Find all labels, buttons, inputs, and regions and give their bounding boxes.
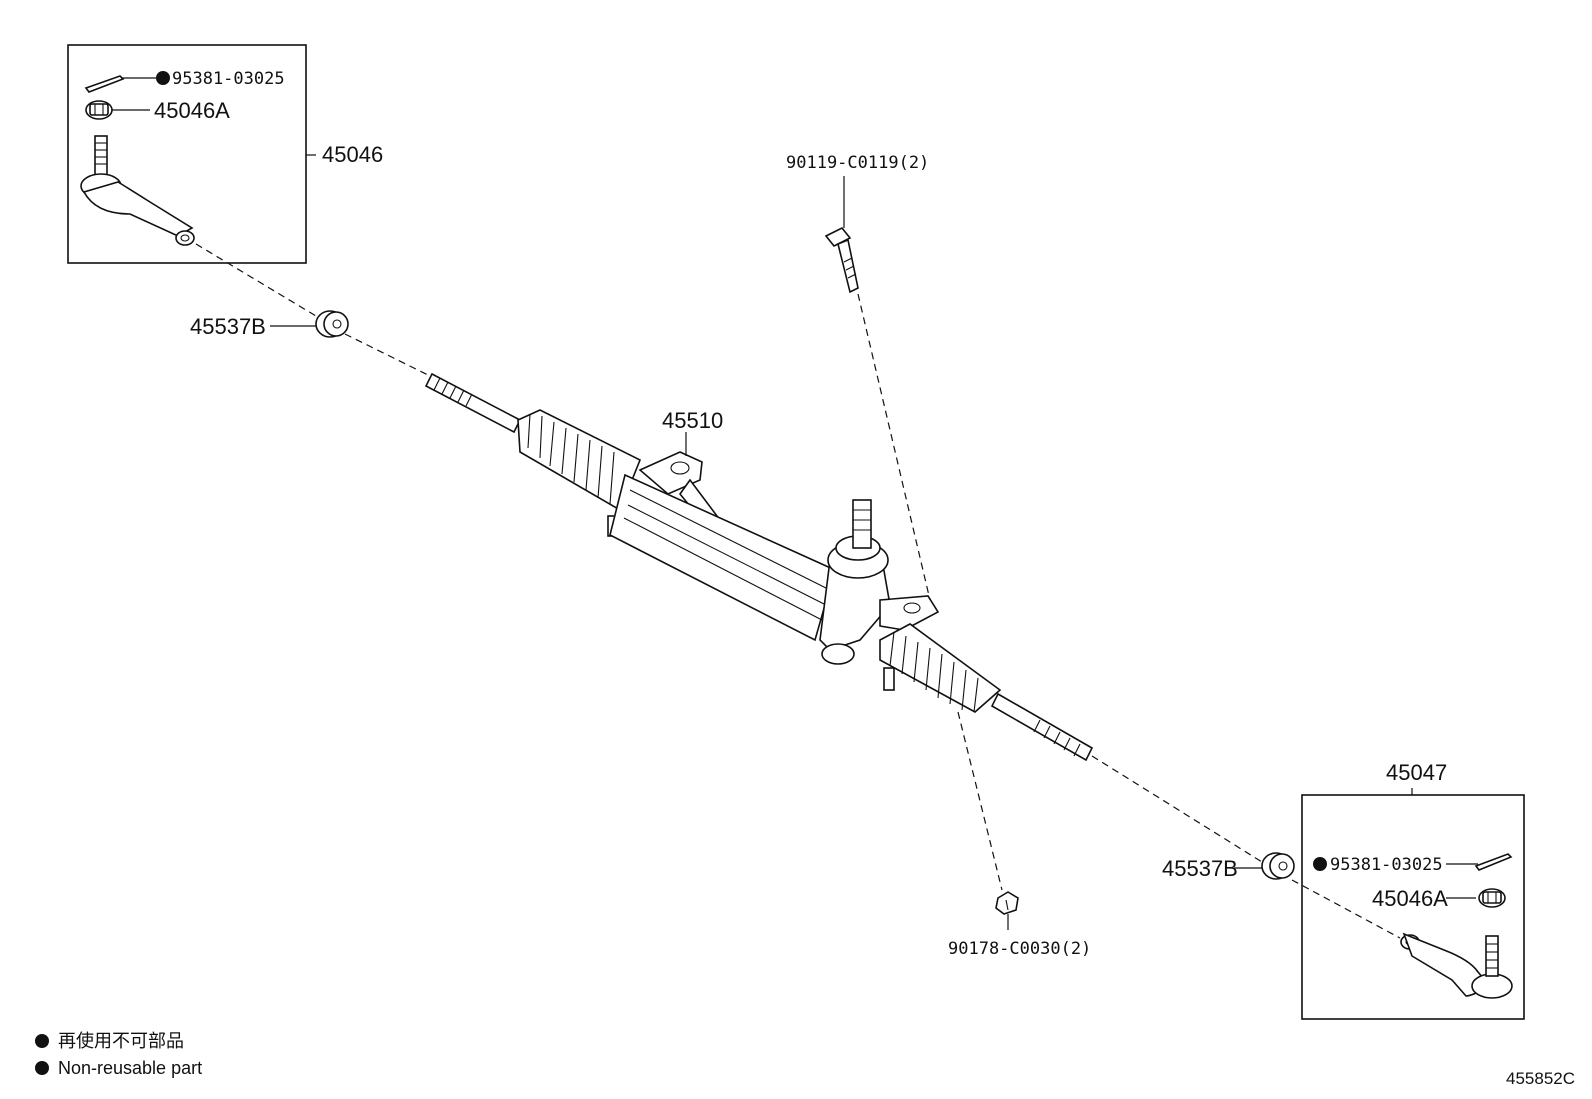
legend-text-jp: 再使用不可部品 bbox=[58, 1031, 184, 1051]
legend: 再使用不可部品 Non-reusable part bbox=[35, 1031, 202, 1078]
guide-line-right-lower bbox=[1291, 879, 1401, 939]
bolt-icon[interactable] bbox=[824, 226, 859, 294]
label-45537B-right[interactable]: 45537B bbox=[1162, 856, 1238, 881]
label-95381-03025-left[interactable]: 95381-03025 bbox=[172, 69, 285, 89]
non-reusable-dot-left bbox=[156, 71, 170, 85]
label-45537B-left[interactable]: 45537B bbox=[190, 314, 266, 339]
castle-nut-left-icon[interactable] bbox=[85, 100, 150, 120]
cotter-pin-right-icon[interactable] bbox=[1446, 853, 1513, 871]
label-45510[interactable]: 45510 bbox=[662, 408, 723, 433]
label-95381-03025-right[interactable]: 95381-03025 bbox=[1330, 855, 1443, 875]
guide-line-left-upper bbox=[195, 243, 317, 317]
label-45047[interactable]: 45047 bbox=[1386, 760, 1447, 785]
label-90178-C0030[interactable]: 90178-C0030(2) bbox=[948, 939, 1091, 959]
boot-clip-right-icon[interactable] bbox=[1234, 852, 1295, 880]
tie-rod-end-box-right: 45047 95381-03025 45046A bbox=[1301, 760, 1525, 1020]
legend-dot-jp bbox=[35, 1034, 49, 1048]
steering-rack-assembly-icon[interactable] bbox=[424, 372, 1094, 762]
guide-line-left-lower bbox=[344, 333, 431, 377]
guide-line-bolt bbox=[857, 293, 931, 601]
non-reusable-dot-right bbox=[1313, 857, 1327, 871]
legend-dot-en bbox=[35, 1061, 49, 1075]
tie-rod-end-right-icon[interactable] bbox=[1400, 932, 1513, 999]
tie-rod-end-box-left: 45046 95381-03025 45046A bbox=[67, 44, 383, 264]
diagram-code: 455852C bbox=[1506, 1069, 1575, 1088]
tie-rod-end-left-icon[interactable] bbox=[80, 135, 195, 246]
castle-nut-right-icon[interactable] bbox=[1446, 888, 1506, 908]
guide-line-right-upper bbox=[1091, 755, 1263, 863]
guide-line-nut bbox=[957, 711, 1003, 891]
label-45046[interactable]: 45046 bbox=[322, 142, 383, 167]
boot-clip-left-icon[interactable] bbox=[270, 310, 349, 338]
label-45046A-right[interactable]: 45046A bbox=[1372, 886, 1448, 911]
label-90119-C0119[interactable]: 90119-C0119(2) bbox=[786, 153, 929, 173]
label-45046A-left[interactable]: 45046A bbox=[154, 98, 230, 123]
legend-text-en: Non-reusable part bbox=[58, 1058, 202, 1078]
cotter-pin-left-icon[interactable] bbox=[84, 75, 156, 93]
hex-nut-icon[interactable] bbox=[995, 891, 1019, 915]
